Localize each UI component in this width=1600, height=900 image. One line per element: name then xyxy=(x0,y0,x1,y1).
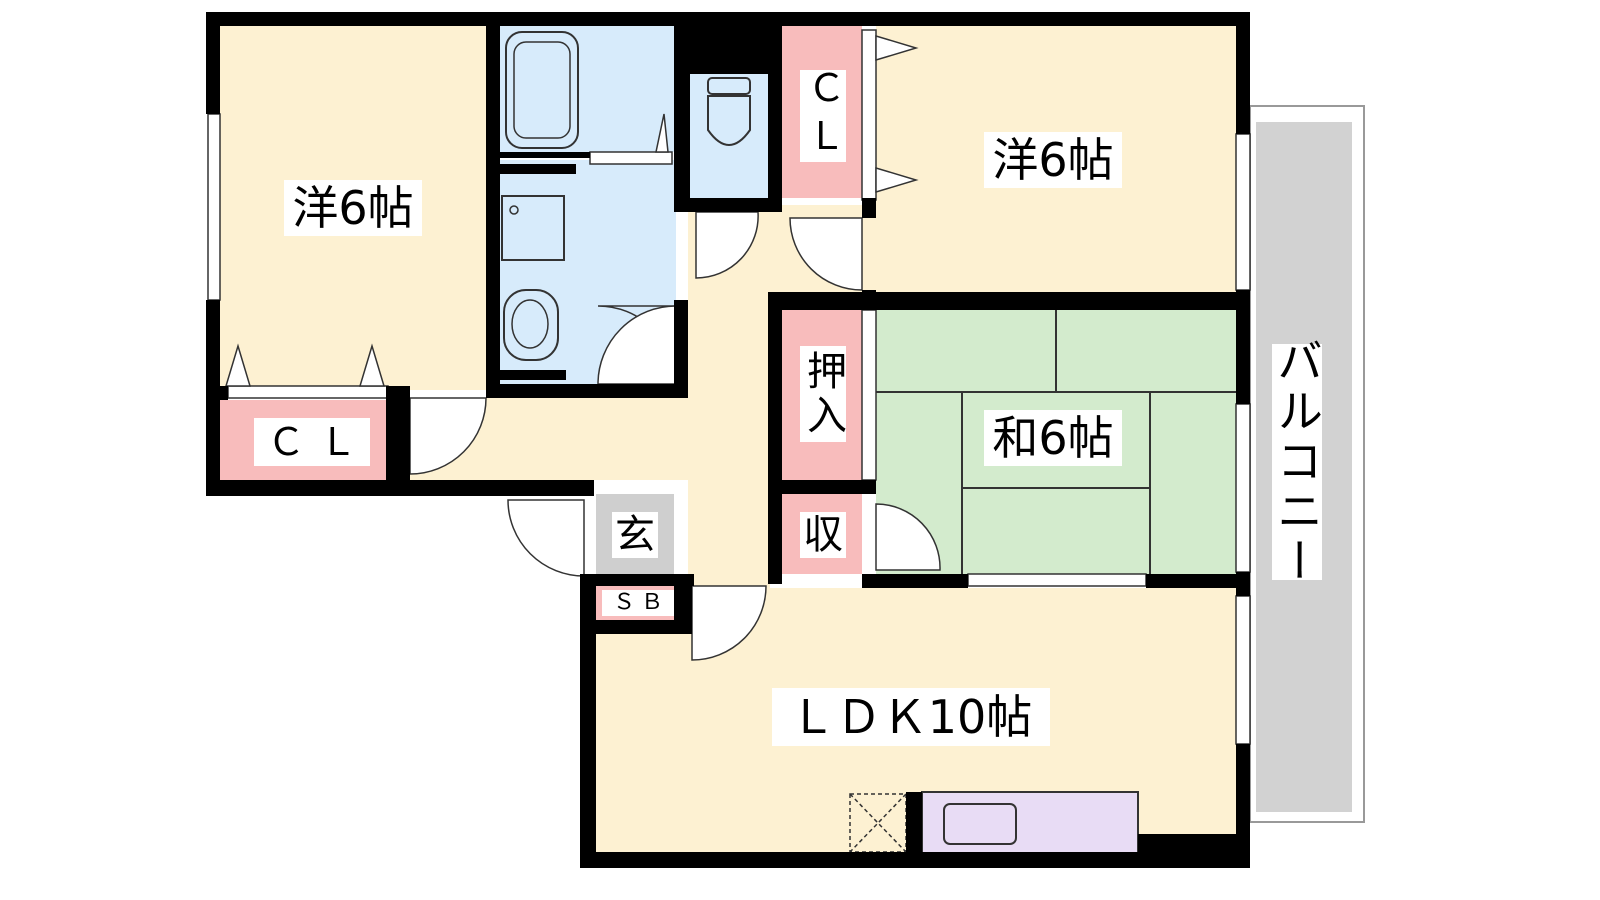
toilet-tank xyxy=(707,77,751,95)
bathtub-inner xyxy=(513,41,571,139)
walls xyxy=(206,12,1250,868)
bath-floor xyxy=(500,26,676,152)
room-label-ldk: ＬＤＫ10帖 xyxy=(772,688,1050,746)
room-label-western-left: 洋6帖 xyxy=(284,180,422,236)
washing-machine-drain xyxy=(509,205,519,215)
hall-floor-2 xyxy=(688,300,770,590)
room-label-japanese: 和6帖 xyxy=(984,410,1122,466)
room-label-western-right: 洋6帖 xyxy=(984,132,1122,188)
oshiire-label: 押入 xyxy=(800,346,846,442)
toilet-floor xyxy=(690,74,768,198)
closet-top-label: ＣＬ xyxy=(800,68,846,164)
tatami-mat-lines xyxy=(876,310,1236,574)
closet-left-label: ＣＬ xyxy=(254,418,370,466)
bifold-doors xyxy=(224,34,919,387)
washing-machine-pan xyxy=(501,195,565,261)
balcony-label: バルコニー xyxy=(1270,337,1324,587)
storage-label: 収 xyxy=(800,512,846,558)
wash-basin-bowl xyxy=(511,299,549,349)
shoe-box-label: ＳＢ xyxy=(602,590,674,616)
bathtub xyxy=(505,31,579,149)
genkan-label: 玄 xyxy=(612,512,658,558)
wash-basin xyxy=(503,289,559,361)
door-swings xyxy=(409,211,941,661)
kitchen-sink xyxy=(943,803,1017,845)
toilet-bowl xyxy=(707,95,751,146)
